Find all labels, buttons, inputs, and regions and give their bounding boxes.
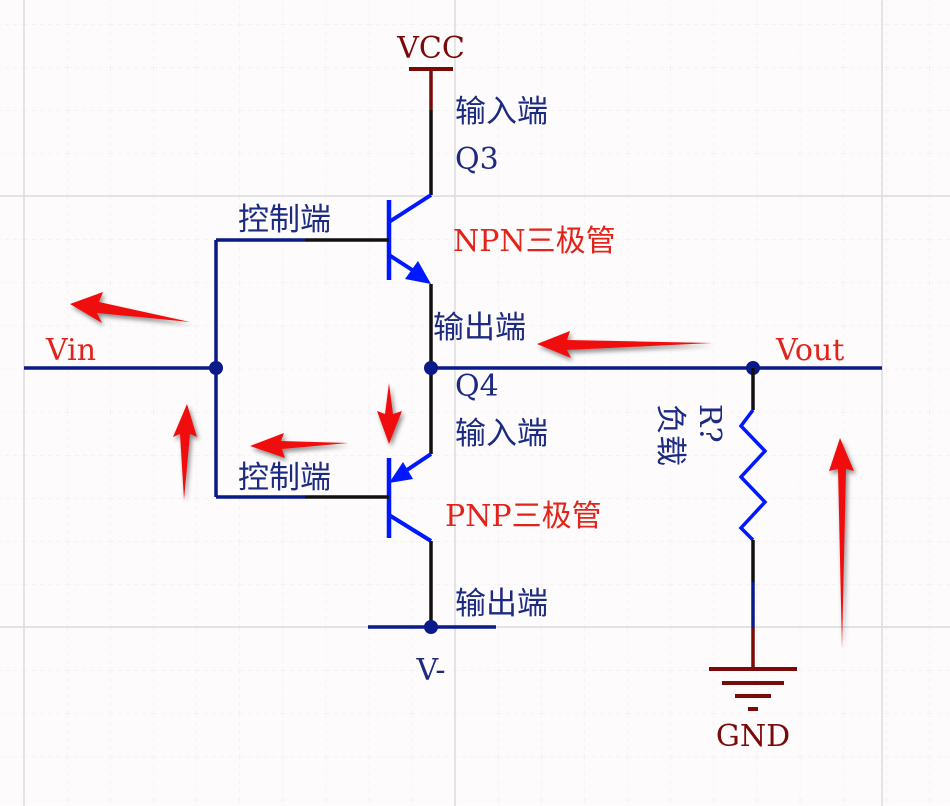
junction-dot-vin [209, 361, 223, 375]
arrow-vout-left-icon [537, 331, 712, 358]
vcc-label: VCC [396, 31, 465, 66]
q3-control-label: 控制端 [238, 202, 331, 238]
arrow-vin-left-icon [70, 292, 190, 323]
q4-control-label: 控制端 [238, 460, 331, 496]
q3-npn-transistor[interactable] [305, 110, 433, 368]
q4-designator: Q4 [455, 369, 499, 404]
load-name-group: 负载 [652, 404, 688, 466]
gnd-label: GND [716, 719, 790, 754]
load-resistor[interactable] [738, 368, 768, 628]
q4-emitter-line [402, 452, 433, 474]
q4-output-label: 输出端 [455, 586, 548, 622]
vcc-port[interactable]: VCC [396, 31, 465, 110]
junction-dot-output [424, 361, 438, 375]
q4-input-label: 输入端 [455, 416, 548, 452]
arrow-vin-up-icon [173, 404, 197, 500]
vminus-label: V- [415, 653, 445, 688]
gnd-port[interactable]: GND [709, 628, 797, 754]
load-designator: R? [692, 404, 727, 443]
q4-pnp-transistor[interactable] [305, 368, 433, 627]
wires [24, 238, 882, 634]
load-label-group: R? [692, 404, 727, 443]
q3-type-label: NPN三极管 [453, 224, 616, 259]
arrow-q4-control-left-icon [250, 433, 348, 458]
arrow-vout-up-icon [829, 438, 854, 648]
vin-label: Vin [45, 333, 96, 368]
q3-output-label: 输出端 [433, 310, 526, 346]
q3-designator: Q3 [455, 142, 499, 177]
vout-label: Vout [775, 333, 844, 368]
q3-collector-line [387, 193, 433, 224]
resistor-zigzag [738, 408, 768, 542]
q3-emitter-arrow-icon [405, 261, 431, 284]
q3-input-label: 输入端 [455, 94, 548, 130]
q4-type-label: PNP三极管 [445, 499, 602, 534]
annotation-arrows [70, 292, 854, 648]
q4-emitter-arrow-icon [389, 462, 413, 483]
junction-dot-vminus [424, 620, 438, 634]
load-label: 负载 [652, 404, 688, 466]
q4-collector-line [387, 513, 433, 543]
arrow-q4-down-icon [377, 383, 402, 444]
